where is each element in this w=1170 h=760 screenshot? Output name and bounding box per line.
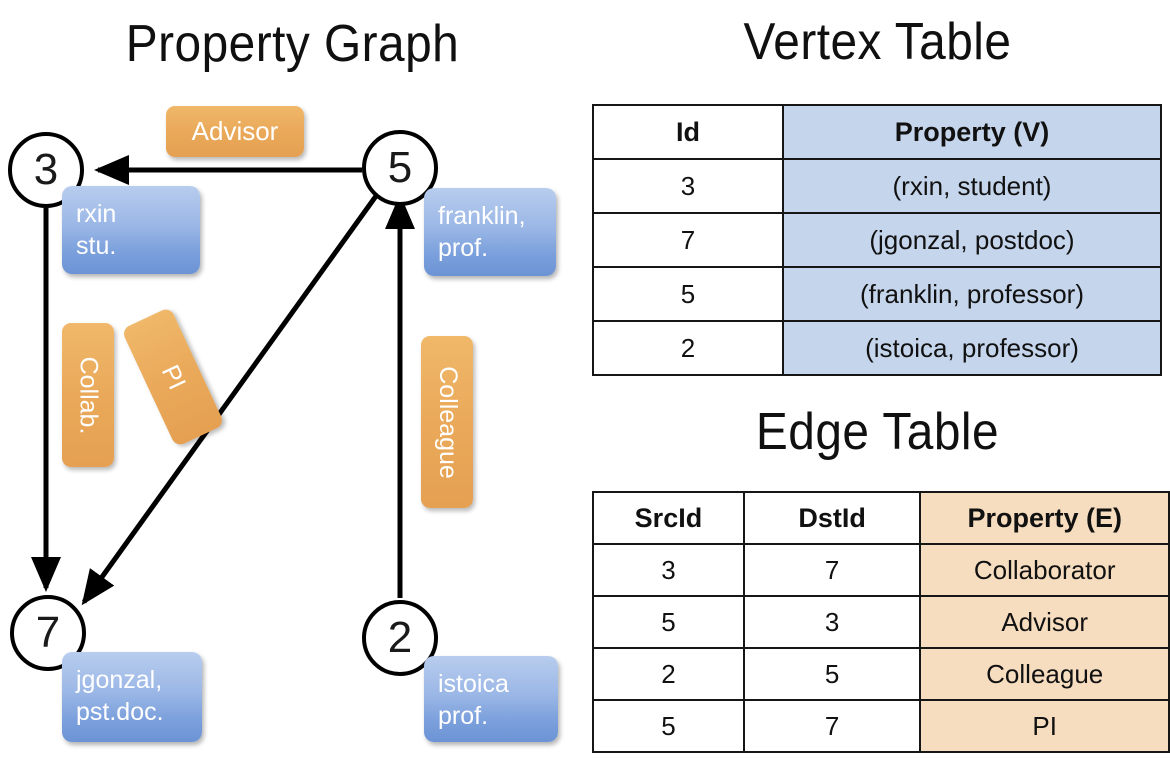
graph-edge-arrows bbox=[31, 155, 415, 606]
edge-table: SrcId DstId Property (E) 3 7 Collaborato… bbox=[592, 491, 1170, 753]
property-graph-diagram: 3 5 7 2 rxin stu. franklin, prof. jgonza… bbox=[8, 106, 558, 742]
edge-property-box-collab-label: Collab. bbox=[74, 356, 103, 434]
edge-arrow-5-to-7 bbox=[81, 194, 379, 606]
vertex-property-box-2-name: istoica bbox=[438, 670, 509, 698]
graph-node-5-label: 5 bbox=[387, 143, 413, 192]
vertex-property-box-5-role: prof. bbox=[438, 234, 489, 262]
edge-table-header-property: Property (E) bbox=[919, 491, 1170, 545]
vertex-table-cell-property: (rxin, student) bbox=[782, 158, 1162, 214]
edge-table-header-srcid: SrcId bbox=[592, 491, 745, 545]
edge-table-header-row: SrcId DstId Property (E) bbox=[592, 491, 1170, 545]
vertex-property-box-5[interactable]: franklin, prof. bbox=[424, 188, 556, 276]
edge-table-cell-srcid: 5 bbox=[592, 699, 745, 753]
table-row[interactable]: 3 7 Collaborator bbox=[592, 543, 1170, 597]
vertex-property-box-3-name: rxin bbox=[76, 200, 117, 228]
vertex-property-box-2-role: prof. bbox=[438, 702, 489, 730]
vertex-table-cell-property: (istoica, professor) bbox=[782, 320, 1162, 376]
edge-table-cell-dstid: 3 bbox=[742, 595, 922, 649]
vertex-table-header-property: Property (V) bbox=[782, 104, 1162, 160]
edge-table-cell-property: PI bbox=[919, 699, 1170, 753]
edge-property-box-advisor[interactable]: Advisor bbox=[166, 106, 304, 157]
graph-node-3-label: 3 bbox=[33, 145, 59, 194]
table-row[interactable]: 2 (istoica, professor) bbox=[592, 320, 1162, 376]
page-title-vertex-table: Vertex Table bbox=[743, 13, 1012, 71]
table-row[interactable]: 5 3 Advisor bbox=[592, 595, 1170, 649]
table-row[interactable]: 5 (franklin, professor) bbox=[592, 266, 1162, 322]
graph-node-7-label: 7 bbox=[35, 608, 61, 657]
edge-table-cell-srcid: 5 bbox=[592, 595, 745, 649]
vertex-table-cell-id: 3 bbox=[592, 158, 784, 214]
vertex-property-box-7-role: pst.doc. bbox=[76, 698, 164, 726]
vertex-table-cell-id: 5 bbox=[592, 266, 784, 322]
edge-property-box-colleague-label: Colleague bbox=[433, 365, 462, 479]
vertex-property-box-3[interactable]: rxin stu. bbox=[62, 186, 200, 274]
edge-table-cell-srcid: 2 bbox=[592, 647, 745, 701]
vertex-table: Id Property (V) 3 (rxin, student) 7 (jgo… bbox=[592, 104, 1162, 376]
vertex-table-cell-property: (franklin, professor) bbox=[782, 266, 1162, 322]
edge-table-cell-dstid: 5 bbox=[742, 647, 922, 701]
edge-table-header-dstid: DstId bbox=[742, 491, 922, 545]
edge-property-box-advisor-label: Advisor bbox=[191, 116, 279, 146]
edge-table-cell-srcid: 3 bbox=[592, 543, 745, 597]
table-row[interactable]: 5 7 PI bbox=[592, 699, 1170, 753]
vertex-table-cell-id: 7 bbox=[592, 212, 784, 268]
graph-node-2-label: 2 bbox=[387, 613, 413, 662]
graph-node-2[interactable]: 2 bbox=[362, 600, 438, 676]
table-row[interactable]: 2 5 Colleague bbox=[592, 647, 1170, 701]
vertex-table-header-id: Id bbox=[592, 104, 784, 160]
edge-table-cell-dstid: 7 bbox=[742, 699, 922, 753]
vertex-property-box-3-role: stu. bbox=[76, 232, 117, 260]
table-row[interactable]: 7 (jgonzal, postdoc) bbox=[592, 212, 1162, 268]
vertex-property-box-7-name: jgonzal, bbox=[76, 666, 163, 694]
page-title-edge-table: Edge Table bbox=[755, 403, 1000, 461]
edge-property-box-pi-label: PI bbox=[155, 360, 192, 394]
vertex-property-box-7[interactable]: jgonzal, pst.doc. bbox=[62, 652, 202, 742]
edge-table-cell-property: Collaborator bbox=[919, 543, 1170, 597]
vertex-table-header-row: Id Property (V) bbox=[592, 104, 1162, 160]
edge-table-cell-dstid: 7 bbox=[742, 543, 922, 597]
vertex-table-cell-property: (jgonzal, postdoc) bbox=[782, 212, 1162, 268]
vertex-table-cell-id: 2 bbox=[592, 320, 784, 376]
table-row[interactable]: 3 (rxin, student) bbox=[592, 158, 1162, 214]
vertex-property-box-2[interactable]: istoica prof. bbox=[424, 656, 558, 742]
vertex-property-box-5-name: franklin, bbox=[438, 202, 526, 230]
page-title-property-graph: Property Graph bbox=[125, 15, 460, 73]
edge-table-cell-property: Advisor bbox=[919, 595, 1170, 649]
edge-property-box-collab[interactable]: Collab. bbox=[62, 323, 114, 467]
edge-property-box-colleague[interactable]: Colleague bbox=[421, 336, 473, 508]
edge-table-cell-property: Colleague bbox=[919, 647, 1170, 701]
